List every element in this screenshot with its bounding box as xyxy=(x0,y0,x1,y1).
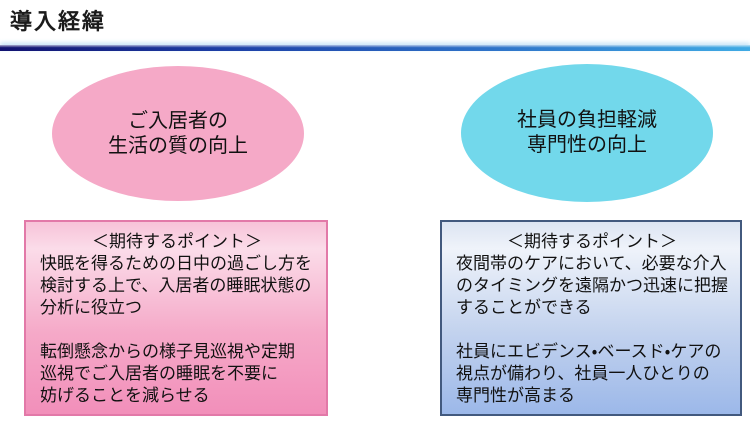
resident-goal-ellipse: ご入居者の 生活の質の向上 xyxy=(52,66,304,201)
resident-points-box: ＜期待するポイント＞ 快眠を得るための日中の過ごし方を 検討する上で、入居者の睡… xyxy=(24,220,328,416)
staff-points-box: ＜期待するポイント＞ 夜間帯のケアにおいて、必要な介入 のタイミングを遠隔かつ迅… xyxy=(440,220,742,416)
resident-points-paragraph-1: 快眠を得るための日中の過ごし方を 検討する上で、入居者の睡眠状態の 分析に役立つ xyxy=(40,254,312,317)
staff-goal-ellipse: 社員の負担軽減 専門性の向上 xyxy=(461,64,713,202)
title-divider xyxy=(0,45,750,51)
resident-points-heading: ＜期待するポイント＞ xyxy=(92,232,262,251)
page-title: 導入経緯 xyxy=(10,9,107,34)
resident-points-paragraph-2: 転倒懸念からの様子見巡視や定期 巡視でご入居者の睡眠を不要に 妨げることを減らせ… xyxy=(40,342,295,405)
staff-points-heading: ＜期待するポイント＞ xyxy=(507,232,677,251)
staff-points-paragraph-2: 社員にエビデンス・ベースド・ケアの 視点が備わり、社員一人ひとりの 専門性が高ま… xyxy=(456,342,722,405)
staff-points-paragraph-1: 夜間帯のケアにおいて、必要な介入 のタイミングを遠隔かつ迅速に把握 することがで… xyxy=(456,254,728,317)
